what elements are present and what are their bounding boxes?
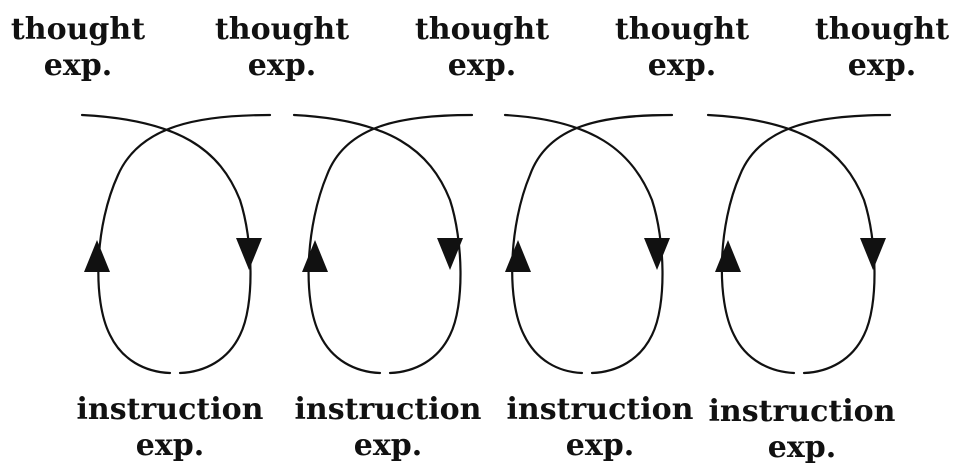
arrow-down-4: [860, 238, 886, 270]
instruction-label-line2: exp.: [565, 428, 635, 463]
thought-label-line2: exp.: [847, 48, 917, 83]
instruction-exp-label-4: instruction exp.: [702, 394, 902, 466]
thought-exp-label-2: thought exp.: [212, 12, 352, 84]
thought-label-line1: thought: [214, 12, 350, 47]
instruction-exp-label-2: instruction exp.: [288, 392, 488, 464]
loop-2: [292, 113, 474, 375]
thought-label-line1: thought: [814, 12, 950, 47]
thought-label-line1: thought: [10, 12, 146, 47]
thought-exp-label-5: thought exp.: [812, 12, 952, 84]
instruction-label-line1: instruction: [294, 392, 482, 427]
thought-label-line1: thought: [414, 12, 550, 47]
instruction-exp-label-3: instruction exp.: [500, 392, 700, 464]
instruction-label-line1: instruction: [708, 394, 896, 429]
arrow-up-4: [715, 240, 741, 272]
arrow-down-3: [644, 238, 670, 270]
instruction-exp-label-1: instruction exp.: [70, 392, 270, 464]
thought-exp-label-1: thought exp.: [8, 12, 148, 84]
instruction-label-line2: exp.: [135, 428, 205, 463]
instruction-label-line1: instruction: [76, 392, 264, 427]
thought-label-line1: thought: [614, 12, 750, 47]
thought-label-line2: exp.: [647, 48, 717, 83]
thought-exp-label-4: thought exp.: [612, 12, 752, 84]
thought-label-line2: exp.: [247, 48, 317, 83]
arrow-down-2: [437, 238, 463, 270]
loop-1: [80, 113, 272, 375]
arrow-down-1: [236, 238, 262, 270]
instruction-label-line2: exp.: [353, 428, 423, 463]
instruction-label-line1: instruction: [506, 392, 694, 427]
thought-label-line2: exp.: [447, 48, 517, 83]
instruction-label-line2: exp.: [767, 430, 837, 465]
arrow-up-3: [505, 240, 531, 272]
arrow-up-1: [84, 240, 110, 272]
thought-label-line2: exp.: [43, 48, 113, 83]
thought-exp-label-3: thought exp.: [412, 12, 552, 84]
arrow-up-2: [302, 240, 328, 272]
loop-4: [706, 113, 892, 375]
